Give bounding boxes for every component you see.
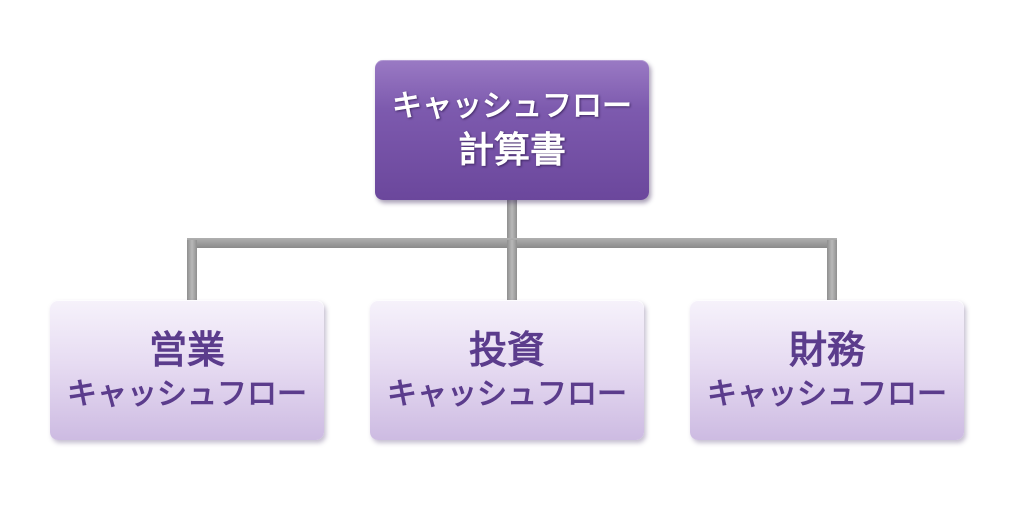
- connector-right-vertical: [827, 240, 837, 302]
- child-node-title: 投資: [468, 328, 545, 372]
- connector-left-vertical: [187, 240, 197, 302]
- root-node-cash-flow-statement: キャッシュフロー 計算書: [375, 60, 649, 200]
- root-node-line2: 計算書: [457, 130, 566, 171]
- child-node-investing: 投資 キャッシュフロー: [370, 300, 644, 440]
- child-node-subtitle: キャッシュフロー: [387, 377, 627, 412]
- root-node-line1: キャッシュフロー: [392, 89, 632, 124]
- connector-center-vertical: [507, 240, 517, 302]
- child-node-subtitle: キャッシュフロー: [707, 377, 947, 412]
- child-node-title: 営業: [148, 328, 225, 372]
- child-node-financing: 財務 キャッシュフロー: [690, 300, 964, 440]
- connector-root-vertical: [507, 198, 517, 246]
- child-node-operating: 営業 キャッシュフロー: [50, 300, 324, 440]
- child-node-title: 財務: [788, 328, 865, 372]
- child-node-subtitle: キャッシュフロー: [67, 377, 307, 412]
